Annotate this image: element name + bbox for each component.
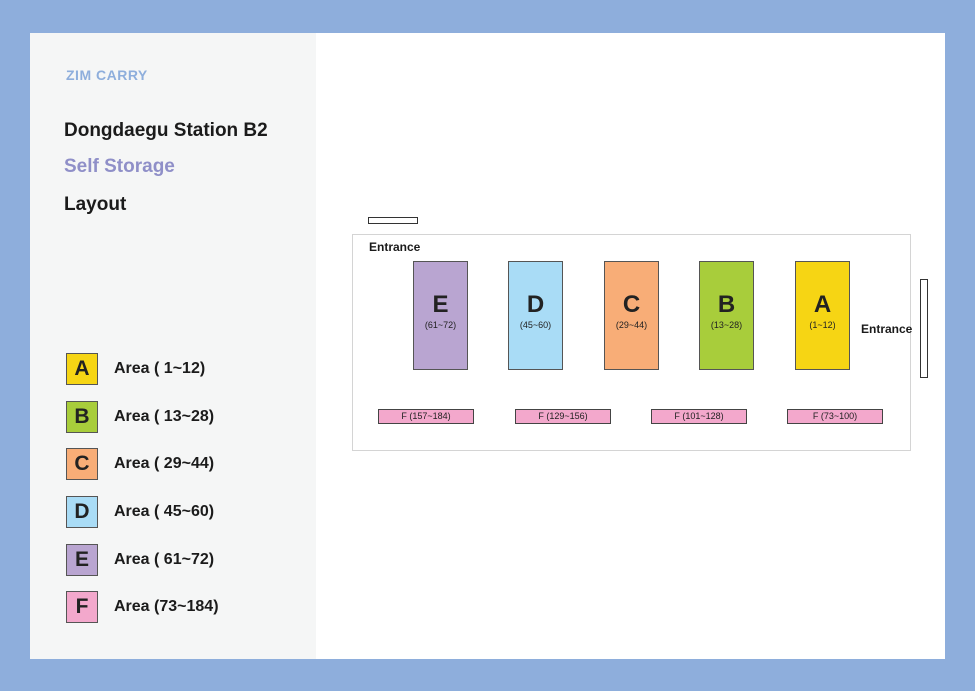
legend-swatch-f: F [66, 591, 98, 623]
entrance-label-top: Entrance [369, 240, 421, 254]
legend-swatch-c: C [66, 448, 98, 480]
legend-label-f: Area (73~184) [114, 598, 219, 615]
entrance-door-right [920, 279, 928, 378]
zone-b: B (13~28) [699, 261, 754, 370]
legend-swatch-e: E [66, 544, 98, 576]
entrance-door-top [368, 217, 418, 224]
legend-swatch-a: A [66, 353, 98, 385]
zone-e-letter: E [432, 291, 449, 318]
brand-logo: ZIM CARRY [66, 67, 148, 83]
zone-c: C (29~44) [604, 261, 659, 370]
zone-f-bar-4: F (73~100) [787, 409, 883, 424]
legend-swatch-d: D [66, 496, 98, 528]
zone-a: A (1~12) [795, 261, 850, 370]
zone-d: D (45~60) [508, 261, 563, 370]
legend-label-d: Area ( 45~60) [114, 503, 215, 520]
zone-e-range: (61~72) [424, 320, 457, 330]
legend-label-c: Area ( 29~44) [114, 455, 215, 472]
title-layout: Layout [64, 194, 127, 215]
zone-f-bar-2: F (129~156) [515, 409, 611, 424]
legend-label-a: Area ( 1~12) [114, 360, 206, 377]
zone-c-letter: C [622, 291, 641, 318]
storage-map-outline [352, 234, 911, 451]
zone-e: E (61~72) [413, 261, 468, 370]
legend-label-e: Area ( 61~72) [114, 551, 215, 568]
zone-d-letter: D [526, 291, 545, 318]
zone-b-letter: B [717, 291, 736, 318]
zone-b-range: (13~28) [710, 320, 743, 330]
legend-label-b: Area ( 13~28) [114, 408, 215, 425]
title-service: Self Storage [64, 156, 175, 177]
title-station: Dongdaegu Station B2 [64, 120, 268, 141]
content-frame: ZIM CARRY Dongdaegu Station B2 Self Stor… [30, 33, 945, 659]
entrance-label-right: Entrance [861, 322, 913, 336]
zone-f-bar-3: F (101~128) [651, 409, 747, 424]
zone-d-range: (45~60) [519, 320, 552, 330]
zone-a-range: (1~12) [809, 320, 836, 330]
zone-a-letter: A [813, 291, 832, 318]
zone-f-bar-1: F (157~184) [378, 409, 474, 424]
sidebar: ZIM CARRY Dongdaegu Station B2 Self Stor… [30, 33, 316, 659]
zone-c-range: (29~44) [615, 320, 648, 330]
legend-swatch-b: B [66, 401, 98, 433]
